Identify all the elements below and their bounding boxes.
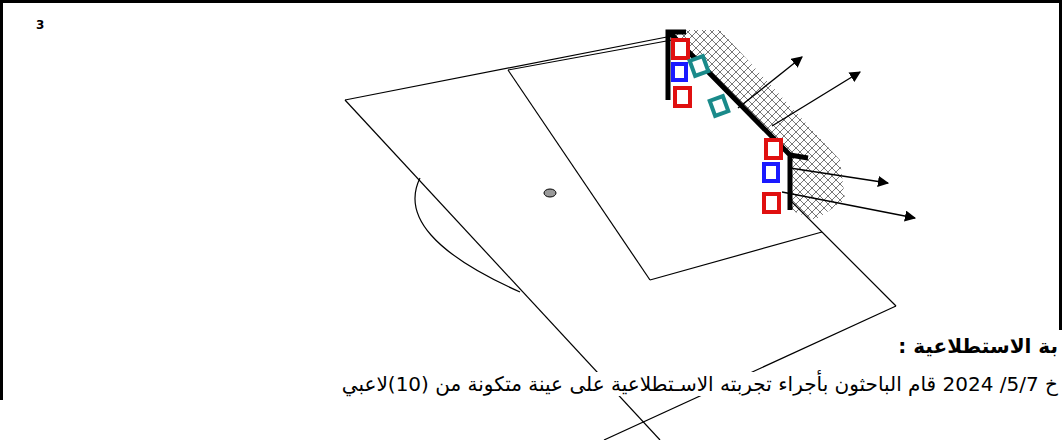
page-number: 3: [36, 18, 44, 32]
shot-arrows: [738, 57, 915, 218]
body-text: خ 5/7/ 2024 قام الباحثون بأجراء تجربته ا…: [342, 372, 1058, 396]
penalty-spot: [544, 189, 556, 197]
goal-frame: [668, 32, 808, 210]
target-squares: [673, 40, 781, 212]
section-heading: بة الاستطلاعية :: [898, 334, 1058, 358]
frame: [2, 2, 1061, 401]
